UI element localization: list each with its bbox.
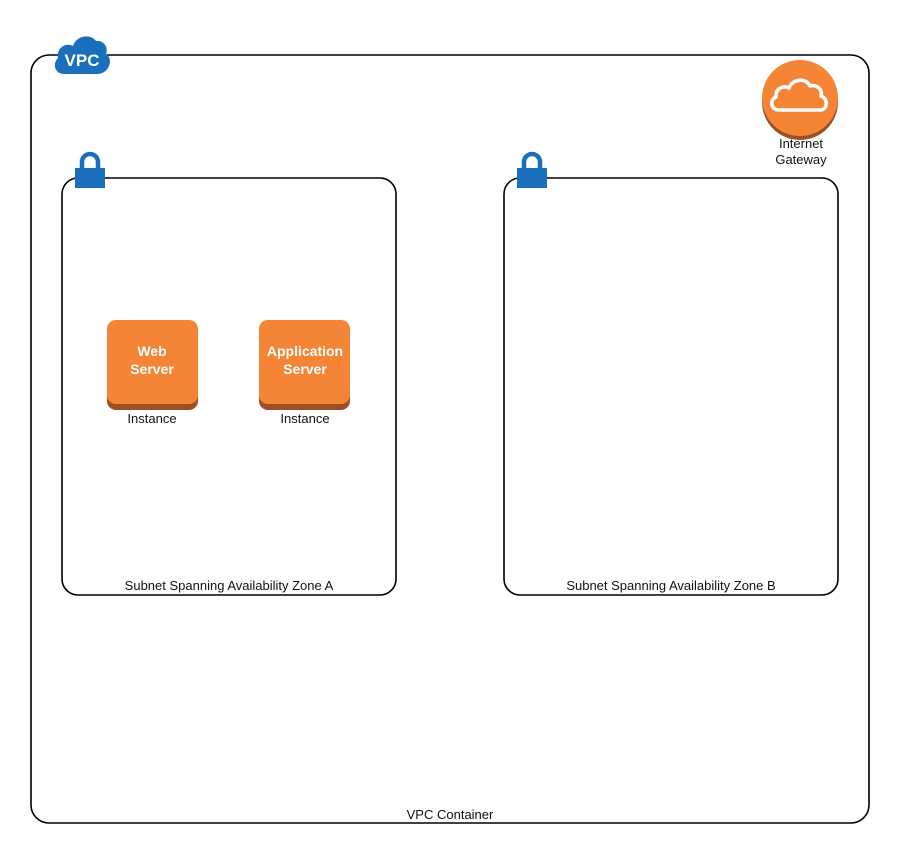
vpc-container-box <box>30 54 870 824</box>
lock-icon <box>75 151 105 188</box>
app-server-box <box>259 320 350 404</box>
vpc-container-label: VPC Container <box>407 807 494 822</box>
subnet-a-box <box>61 177 397 596</box>
gateway-circle <box>762 60 838 136</box>
gateway-label-line1: Internet <box>779 136 823 151</box>
internet-gateway: Internet Gateway <box>762 60 838 167</box>
subnet-b: Subnet Spanning Availability Zone B <box>503 151 839 596</box>
web-server-instance: Web Server Instance <box>107 320 198 426</box>
application-server-instance: Application Server Instance <box>259 320 350 426</box>
app-server-line1: Application <box>267 343 343 359</box>
web-server-box <box>107 320 198 404</box>
app-server-caption: Instance <box>280 411 329 426</box>
lock-icon <box>517 151 547 188</box>
app-server-line2: Server <box>283 361 327 377</box>
web-server-line1: Web <box>137 343 166 359</box>
subnet-a: Subnet Spanning Availability Zone A <box>61 151 397 596</box>
web-server-line2: Server <box>130 361 174 377</box>
gateway-label-line2: Gateway <box>775 152 827 167</box>
vpc-badge-text: VPC <box>65 51 100 70</box>
web-server-caption: Instance <box>127 411 176 426</box>
subnet-a-label: Subnet Spanning Availability Zone A <box>125 578 334 593</box>
vpc-cloud-icon: VPC <box>54 36 110 74</box>
subnet-b-box <box>503 177 839 596</box>
subnet-b-label: Subnet Spanning Availability Zone B <box>566 578 775 593</box>
cloud-icon <box>770 78 828 112</box>
